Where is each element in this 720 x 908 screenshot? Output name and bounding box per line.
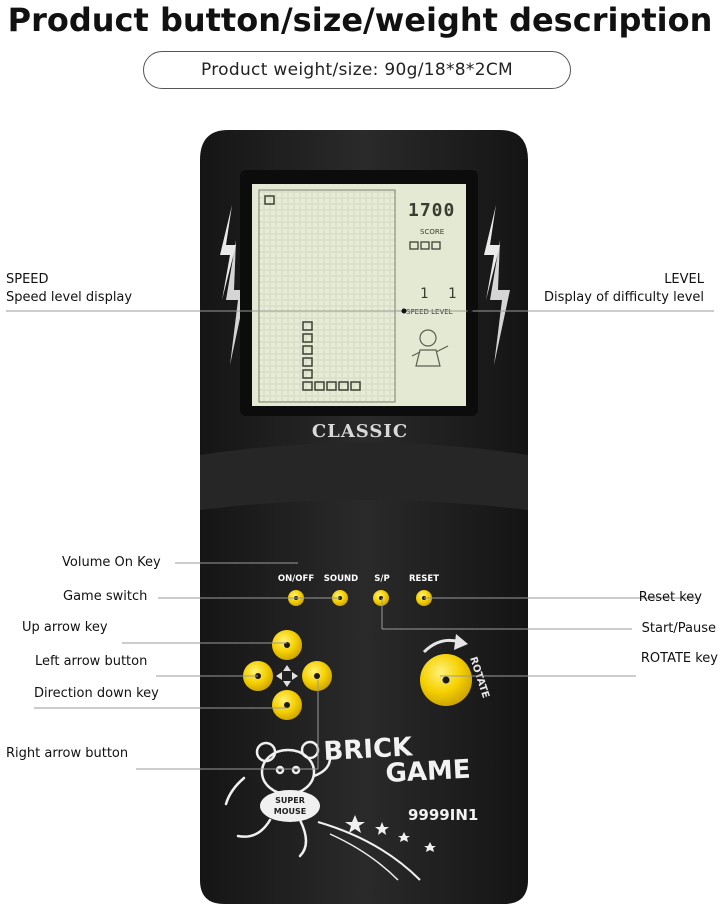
mascot-badge <box>260 790 320 822</box>
product-spec-box: Product weight/size: 90g/18*8*2CM <box>143 51 571 89</box>
lcd-next-piece <box>409 241 441 250</box>
left-bolt-icon <box>220 205 236 300</box>
callout-down: Direction down key <box>34 686 159 701</box>
lcd-mascot-icon <box>411 329 449 367</box>
lcd-score-label: SCORE <box>420 228 444 236</box>
callout-right-arrow: Right arrow button <box>6 746 129 761</box>
model-text: 9999IN1 <box>408 806 478 824</box>
sp-label: S/P <box>374 574 389 584</box>
brick-text: BRICK <box>323 732 414 767</box>
game-text: GAME <box>385 755 472 789</box>
lcd-score-digits: 1700 <box>408 200 455 221</box>
device-lower-body <box>200 500 528 904</box>
callout-game-switch: Game switch <box>63 589 148 604</box>
brand-text: CLASSIC <box>312 421 408 442</box>
callout-reset: Reset key <box>638 590 702 605</box>
mascot-line1: SUPER <box>275 796 305 805</box>
lcd-speed-value: 1 <box>420 286 428 302</box>
lcd-speed-label: SPEED LEVEL <box>406 308 453 316</box>
callout-up: Up arrow key <box>22 620 108 635</box>
stars-decoration <box>345 815 436 852</box>
right-bolt-icon-2 <box>490 240 510 365</box>
page-title: Product button/size/weight description <box>7 1 713 39</box>
swoosh-decoration <box>317 821 421 881</box>
callout-left: Left arrow button <box>35 654 148 669</box>
callout-speed-desc: Speed level display <box>6 290 133 305</box>
callout-start-pause: Start/Pause <box>641 621 716 636</box>
dpad-center-icon <box>276 665 298 687</box>
callout-level-title: LEVEL <box>664 272 704 287</box>
lcd-level-value: 1 <box>448 286 456 302</box>
right-bolt-icon <box>484 205 500 300</box>
callout-rotate: ROTATE key <box>640 651 718 666</box>
sound-label: SOUND <box>324 574 358 584</box>
reset-label: RESET <box>409 574 439 584</box>
mascot-line2: MOUSE <box>274 807 306 816</box>
left-bolt-icon-2 <box>226 240 246 365</box>
onoff-label: ON/OFF <box>278 574 314 584</box>
lcd-bricks <box>264 195 361 391</box>
product-spec-text: Product weight/size: 90g/18*8*2CM <box>201 60 513 80</box>
callout-volume: Volume On Key <box>62 555 161 570</box>
callout-speed-title: SPEED <box>6 272 49 287</box>
callout-level-desc: Display of difficulty level <box>544 290 704 305</box>
lcd-playfield <box>258 189 396 403</box>
